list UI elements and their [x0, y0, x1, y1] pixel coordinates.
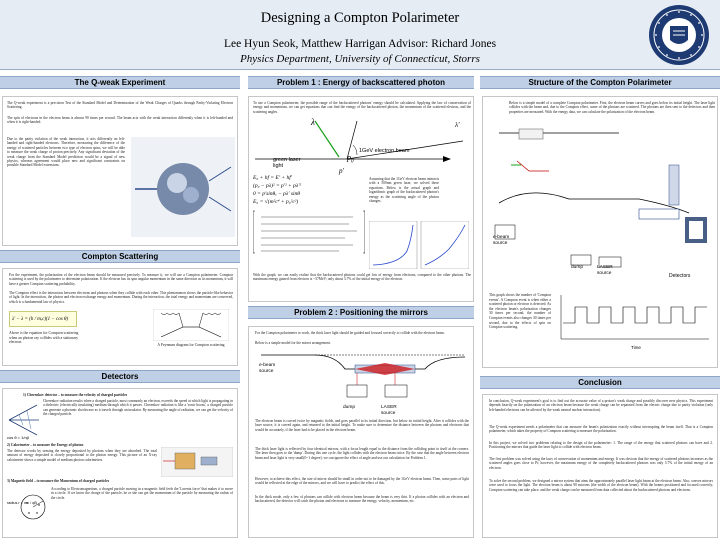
problem2-paragraph-3: The electron beam is curved twice by mag…: [255, 419, 469, 432]
problem2-paragraph-6: In the thick mode, only a few of photons…: [255, 495, 469, 504]
problem1-assumption: Assuming that the 1GeV electron beam int…: [369, 177, 439, 204]
detector-desc-calorimeter: The detector works by sensing the energy…: [7, 449, 157, 462]
structure-laser-label: LASER source: [597, 265, 613, 276]
cherenkov-cos-equation: cos θ = 1/nβ: [7, 435, 29, 440]
problem2-laser-label: LASER source: [381, 405, 397, 416]
problem2-ebeam-label: e-beam source: [259, 363, 276, 374]
problem1-graph-note: With the graph, we can easily realize th…: [253, 273, 471, 282]
magnetic-radius-equation: radius r = mv / qB: [7, 501, 37, 505]
cherenkov-cone-icon: [8, 404, 39, 436]
problem2-paragraph-5: However, to achieve this effect, the siz…: [255, 477, 469, 486]
energy-graph: [369, 221, 469, 269]
detector-heading-cherenkov: 1) Cherenkov detector – to measure the v…: [23, 393, 128, 397]
compton-paragraph-2: The Compton effect is the interaction be…: [9, 291, 233, 304]
structure-dump-label: dump: [571, 265, 583, 270]
conclusion-panel: In conclusion, Q-weak experiment's goal …: [482, 394, 718, 538]
equation-momentum: (p₀ − pλ)² = p'² + pλ'²: [253, 183, 302, 189]
time-axis-label: Time: [631, 345, 641, 350]
conclusion-paragraph-1: In conclusion, Q-weak experiment's goal …: [489, 399, 713, 412]
structure-paragraph: Below is a simple model of a complete Co…: [509, 101, 715, 114]
problem2-paragraph-2: Below is a simple model for the mirror a…: [255, 341, 331, 345]
p0-symbol: p0: [347, 153, 354, 165]
feynman-caption: A Feynman diagram for Compton scattering: [157, 343, 225, 347]
detectors-panel: 1) Cherenkov detector – to measure the v…: [2, 388, 238, 538]
problem1-paragraph-1: To use a Compton polarimeter, the possib…: [253, 101, 471, 114]
conclusion-paragraph-2: The Q-weak experiment needs a polarimete…: [489, 425, 713, 434]
qweak-diagram-icon: [131, 137, 235, 237]
solution-matrix-equation: [253, 210, 365, 254]
equation-energy: E₀ + hf = E' + hf': [253, 175, 292, 181]
compton-panel: For the experiment, the polarization of …: [2, 268, 238, 366]
problem2-paragraph-1: For the Compton polarimeter to work, the…: [255, 331, 445, 335]
problem2-dump-label: dump: [343, 405, 355, 410]
poster-title: Designing a Compton Polarimeter: [260, 10, 460, 26]
scattering-diagram: [255, 120, 464, 162]
lambda-prime-symbol: λ': [455, 121, 460, 129]
magnetic-field-circle-icon: [20, 494, 46, 520]
detectors-label: Detectors: [669, 273, 691, 279]
compton-events-square-wave: [560, 295, 709, 340]
section-header-structure: Structure of the Compton Polarimeter: [480, 76, 720, 89]
qweak-panel: The Q-weak experiment is a precision Tes…: [2, 96, 238, 246]
detector-desc-magnetic: According to Electromagnetism, a charged…: [51, 487, 233, 500]
electron-beam-label: 1GeV electron beam: [359, 148, 410, 154]
mirror-arrangement-diagram: [261, 354, 466, 398]
green-laser-label: green laser light: [273, 157, 301, 169]
compton-equation-box: λ' − λ = (h / mₑc)(1 − cos θ): [9, 311, 77, 327]
conclusion-paragraph-5: To solve the second problem, we designed…: [489, 479, 713, 492]
poster-department: Physics Department, University of Connec…: [240, 53, 480, 65]
conclusion-paragraph-3: In this project, we solved two problems …: [489, 441, 713, 450]
equation-angle: 0 = p'sinθₑ − pλ' sinθ: [253, 191, 300, 197]
feynman-diagram: [153, 309, 229, 341]
compton-events-caption: This graph shows the number of 'Compton …: [489, 293, 551, 330]
problem2-panel: For the Compton polarimeter to work, the…: [248, 326, 474, 538]
polarimeter-structure-diagram: [494, 128, 707, 268]
problem1-panel: To use a Compton polarimeter, the possib…: [248, 96, 474, 302]
section-header-qweak: The Q-weak Experiment: [0, 76, 240, 89]
detector-heading-magnetic: 3) Magnetic field – to measure the Momen…: [7, 479, 110, 483]
detector-heading-calorimeter: 2) Calorimeter – to measure the Energy o…: [7, 443, 84, 447]
conclusion-paragraph-4: The first problem was solved using the l…: [489, 457, 713, 470]
qweak-paragraph-1: The Q-weak experiment is a precision Tes…: [7, 101, 233, 110]
lambda-symbol: λ: [311, 117, 315, 127]
section-header-compton: Compton Scattering: [0, 250, 240, 263]
structure-panel: Below is a simple model of a complete Co…: [482, 96, 718, 368]
section-header-detectors: Detectors: [0, 370, 240, 383]
structure-ebeam-label: e-beam source: [493, 235, 510, 246]
problem2-paragraph-4: The thick laser light is reflected by fo…: [255, 447, 469, 460]
university-seal-icon: [649, 5, 709, 65]
poster-header: Designing a Compton Polarimeter Lee Hyun…: [0, 0, 720, 70]
compton-equation-caption: Above is the equation for Compton scatte…: [9, 331, 79, 345]
qweak-paragraph-2: The spin of electrons in the electron be…: [7, 116, 233, 125]
p-prime-symbol: p': [339, 167, 344, 175]
section-header-problem2: Problem 2 : Positioning the mirrors: [248, 306, 474, 319]
section-header-conclusion: Conclusion: [480, 376, 720, 389]
equation-electron-energy: E₀ = √(m²c⁴ + p₀²c²): [253, 199, 299, 205]
calorimeter-diagram: [161, 447, 233, 477]
compton-paragraph-1: For the experiment, the polarization of …: [9, 273, 233, 286]
section-header-problem1: Problem 1 : Energy of backscattered phot…: [248, 76, 474, 89]
qweak-paragraph-3: Due to the parity violation of the weak …: [7, 137, 125, 168]
compton-equation: λ' − λ = (h / mₑc)(1 − cos θ): [12, 317, 69, 322]
detector-desc-cherenkov: Cherenkov radiation results when a charg…: [43, 399, 234, 417]
poster-authors: Lee Hyun Seok, Matthew Harrigan Advisor:…: [223, 38, 497, 50]
